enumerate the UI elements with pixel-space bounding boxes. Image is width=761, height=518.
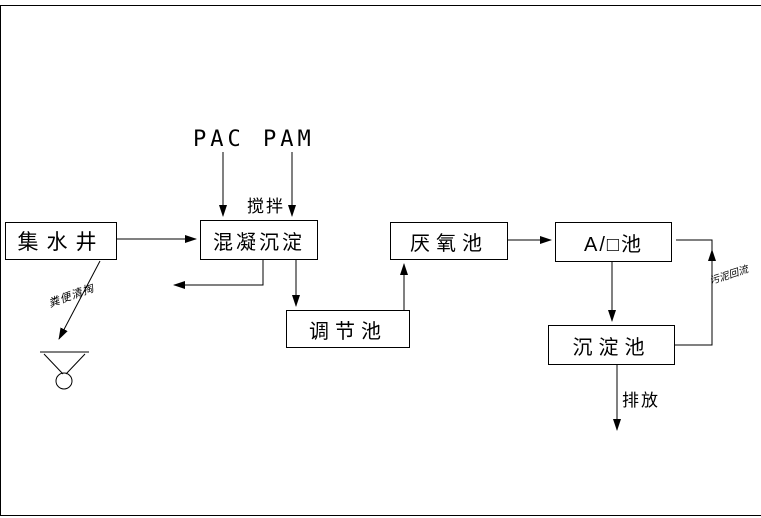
box-collection-well-label: 集水井 — [17, 231, 105, 254]
box-coagulation-sedimentation-label: 混凝沉淀 — [213, 231, 305, 254]
box-sedimentation-tank: 沉淀池 — [548, 325, 675, 365]
flow-arrows — [58, 152, 716, 431]
sludge-return-arrowhead — [708, 249, 716, 261]
box-regulating-tank: 调节池 — [286, 310, 410, 348]
label-pam: PAM — [263, 127, 315, 152]
box-anaerobic-tank: 厌氧池 — [390, 222, 508, 260]
border-frame — [0, 5, 761, 516]
box-sedimentation-tank-label: 沉淀池 — [572, 336, 651, 359]
box-regulating-tank-label: 调节池 — [309, 320, 387, 343]
box-anaerobic-tank-label: 厌氧池 — [410, 232, 488, 255]
box-coagulation-sedimentation: 混凝沉淀 — [200, 220, 318, 260]
arrow-coagulation-sludge-left — [173, 260, 264, 289]
label-discharge: 排放 — [622, 391, 660, 410]
box-collection-well: 集水井 — [5, 222, 117, 260]
arrow-well-to-cart — [58, 260, 101, 340]
sludge-cart-icon — [40, 351, 89, 390]
label-pac: PAC — [193, 127, 245, 152]
sludge-return-line — [675, 239, 713, 346]
box-ao-tank-label: A/□池 — [584, 233, 643, 256]
box-ao-tank: A/□池 — [555, 222, 672, 262]
label-stirring: 搅拌 — [247, 197, 285, 216]
